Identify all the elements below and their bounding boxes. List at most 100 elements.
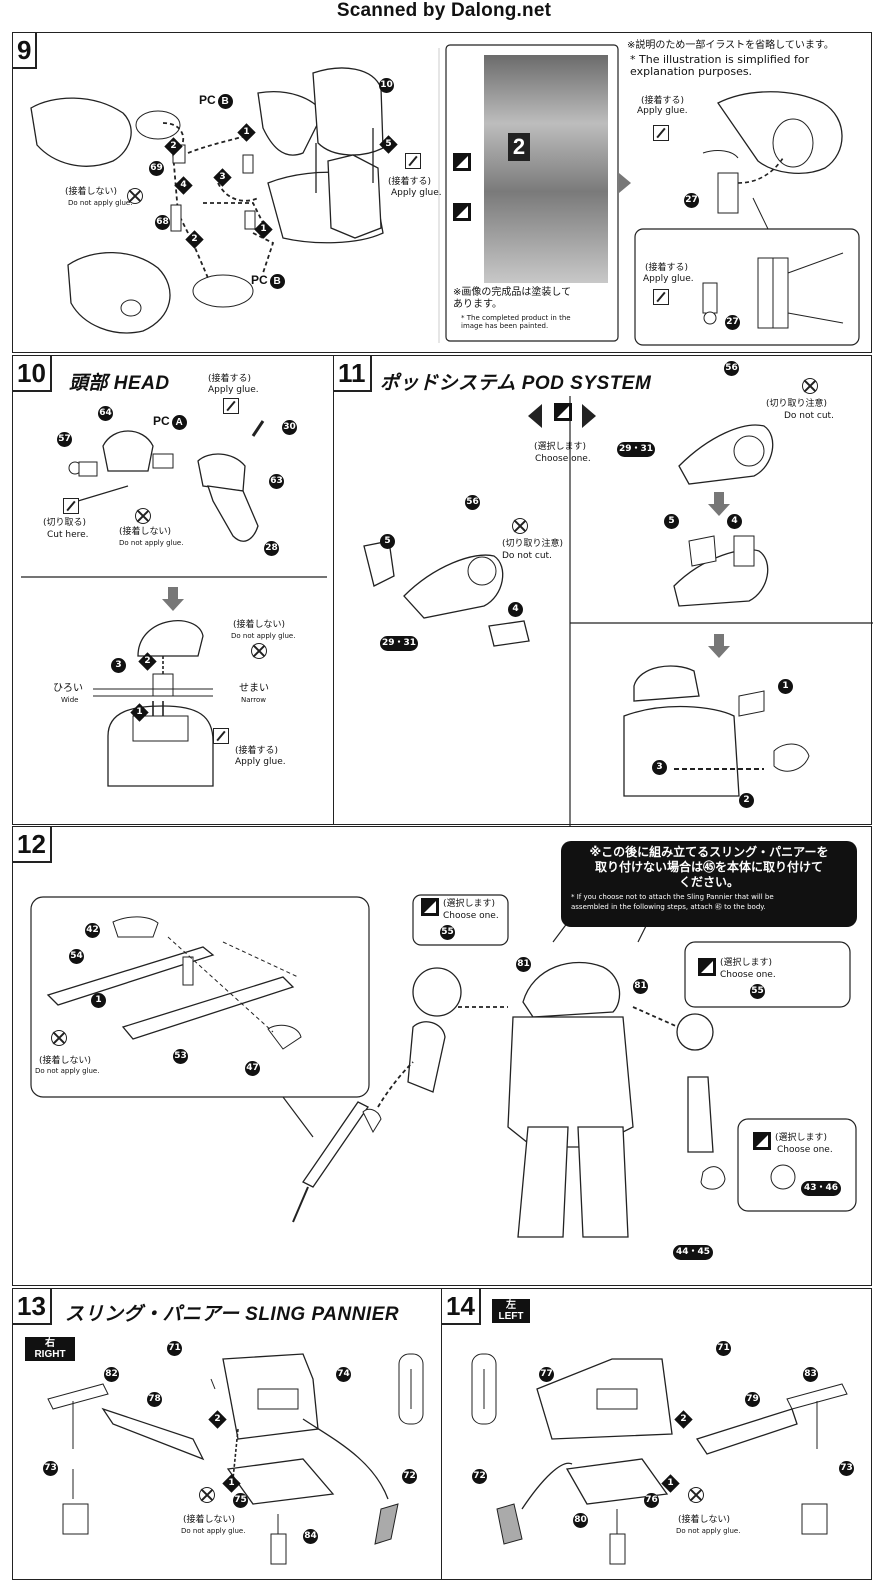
wide-jp: ひろい: [53, 683, 83, 694]
photo-badge: 2: [508, 133, 530, 161]
right-glue-icon: [653, 125, 669, 141]
no-glue-en: Do not apply glue.: [676, 1527, 741, 1535]
part-30: 30: [282, 420, 297, 435]
step10-arrow-down: [162, 587, 184, 611]
no-glue-jp: (接着しない): [39, 1056, 92, 1066]
part-77: 77: [539, 1367, 554, 1382]
no-glue-jp: (接着しない): [678, 1515, 731, 1525]
seq-3: 3: [213, 168, 232, 187]
no-glue-en: Do not apply glue.: [35, 1067, 100, 1075]
part-72: 72: [472, 1469, 487, 1484]
apply-glue-icon: [223, 398, 239, 414]
seq-4: 4: [174, 176, 193, 195]
part-53: 53: [173, 1049, 188, 1064]
cut-jp: (切り取る): [43, 518, 87, 528]
part-73: 73: [839, 1461, 854, 1476]
narrow-en: Narrow: [241, 696, 267, 704]
part-56-left: 56: [465, 495, 480, 510]
no-glue-en: Do not apply glue.: [68, 199, 133, 207]
step13-illustration: [47, 1353, 424, 1565]
choose2-icon: [698, 958, 716, 976]
dont-cut-icon-right: [802, 378, 818, 394]
seq-3: 3: [652, 760, 667, 775]
step14-illustration: [471, 1353, 848, 1565]
seq-2: 2: [138, 652, 157, 671]
no-glue2-en: Do not apply glue.: [231, 632, 296, 640]
choose3-en: Choose one.: [777, 1145, 833, 1155]
step9-panel: 9: [12, 32, 872, 353]
dont-cut-en-right: Do not cut.: [784, 411, 834, 421]
dont-cut-icon-left: [512, 518, 528, 534]
part-69: 69: [149, 161, 164, 176]
choose2-jp: (選択します): [720, 958, 773, 968]
choose-en: Choose one.: [535, 454, 591, 464]
part-76: 76: [644, 1493, 659, 1508]
part-47: 47: [245, 1061, 260, 1076]
dont-cut-en-left: Do not cut.: [502, 551, 552, 561]
simplified-jp: ※説明のため一部イラストを省略しています。: [627, 40, 834, 51]
seq-1: 1: [130, 703, 149, 722]
apply-glue2-en: Apply glue.: [235, 757, 286, 767]
part-64: 64: [98, 406, 113, 421]
apply-glue-jp: (接着する): [388, 177, 432, 187]
step10-title: 頭部 HEAD: [69, 373, 170, 394]
photo-note-en: * The completed product in the image has…: [461, 314, 571, 330]
seq-1: 1: [91, 993, 106, 1008]
no-glue-icon: [127, 188, 143, 204]
choose-marker-1: [453, 153, 471, 171]
part-81-a: 81: [516, 957, 531, 972]
seq-1b: 1: [254, 220, 273, 239]
step11-panel: 11 ポッドシステム POD SYSTEM (選択します) Choose one…: [333, 355, 873, 826]
seq-2: 2: [164, 137, 183, 156]
step11-number: 11: [334, 356, 372, 392]
no-glue-jp: (接着しない): [183, 1515, 236, 1525]
part-27-inset: 27: [725, 315, 740, 330]
part-63: 63: [269, 474, 284, 489]
completed-product-photo: [484, 55, 608, 283]
part-42: 42: [85, 923, 100, 938]
choose1-jp: (選択します): [443, 899, 496, 909]
part-82: 82: [104, 1367, 119, 1382]
part-5-left: 5: [380, 534, 395, 549]
seq-1: 1: [661, 1474, 680, 1493]
seq-5: 5: [379, 135, 398, 154]
part-83: 83: [803, 1367, 818, 1382]
narrow-jp: せまい: [239, 683, 269, 694]
scan-credit: Scanned by Dalong.net: [336, 0, 552, 21]
seq-2b: 2: [185, 230, 204, 249]
no-glue2-jp: (接着しない): [233, 620, 286, 630]
inset-glue-en: Apply glue.: [643, 274, 694, 284]
dont-cut-jp-left: (切り取り注意): [502, 539, 564, 549]
part-55-b: 55: [750, 984, 765, 999]
apply-glue-en: Apply glue.: [391, 188, 442, 198]
part-75: 75: [233, 1493, 248, 1508]
choose-icon: [554, 403, 572, 421]
apply-glue-en: Apply glue.: [208, 385, 259, 395]
choose1-icon: [421, 898, 439, 916]
choose3-icon: [753, 1132, 771, 1150]
part-80: 80: [573, 1513, 588, 1528]
no-glue-icon: [688, 1487, 704, 1503]
seq-2: 2: [208, 1410, 227, 1429]
step14-number: 14: [442, 1289, 481, 1325]
right-glue-jp: (接着する): [641, 96, 685, 106]
part-27: 27: [684, 193, 699, 208]
step11-title: ポッドシステム POD SYSTEM: [380, 373, 652, 394]
choose2-en: Choose one.: [720, 970, 776, 980]
part-78: 78: [147, 1392, 162, 1407]
step12-illustration: [30, 881, 857, 1238]
step13-title: スリング・パニアー SLING PANNIER: [65, 1304, 400, 1325]
no-glue-icon: [199, 1487, 215, 1503]
part-74: 74: [336, 1367, 351, 1382]
part-55-a: 55: [440, 925, 455, 940]
photo-note-jp: ※画像の完成品は塗装して あります。: [453, 287, 572, 310]
choose-marker-2: [453, 203, 471, 221]
seq-1: 1: [237, 123, 256, 142]
step10-number: 10: [13, 356, 52, 392]
part-81-b: 81: [633, 979, 648, 994]
